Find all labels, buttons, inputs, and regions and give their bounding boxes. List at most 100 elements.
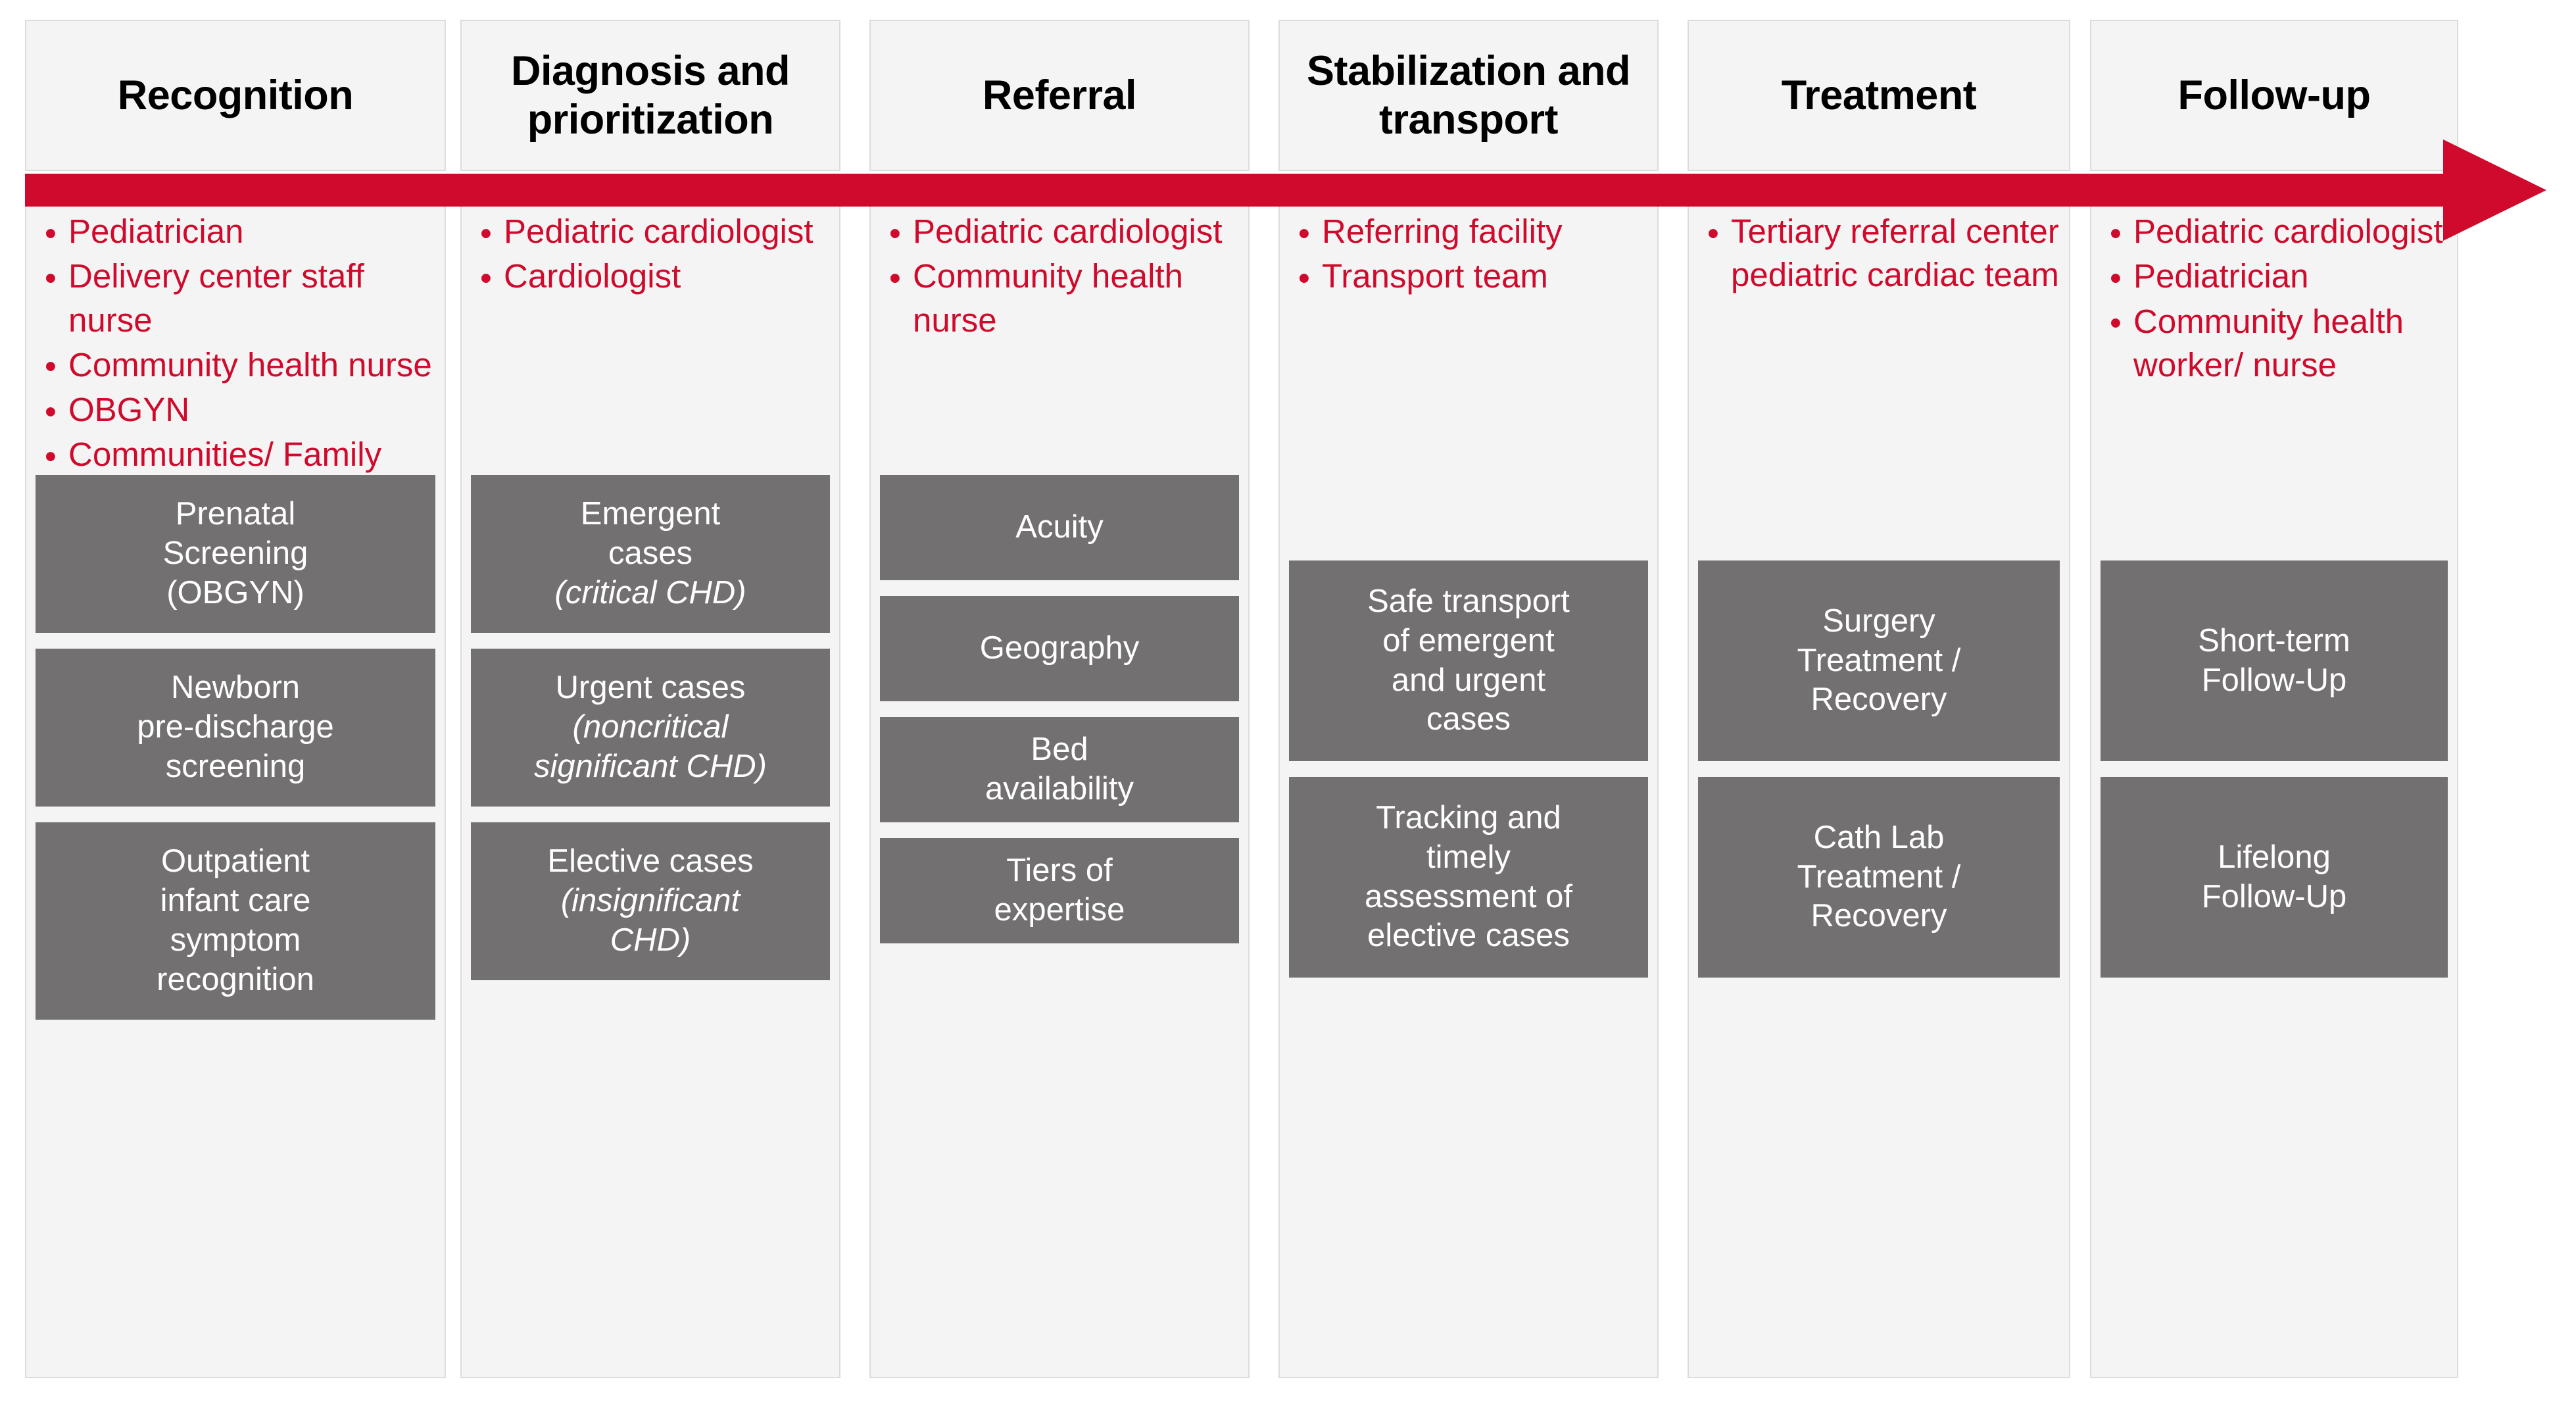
bullet-icon: • [480, 214, 492, 252]
action-box-text: Geography [887, 629, 1232, 668]
role-item: • Tertiary referral center pediatric card… [1705, 210, 2060, 297]
column-body-recognition: •Pediatrician•Delivery center staff nurs… [25, 195, 446, 1378]
role-list-stabilization-and-transport: •Referring facility• Transport team [1289, 210, 1648, 299]
action-box-line: significant CHD) [534, 748, 767, 784]
column-title: Treatment [1781, 72, 1977, 118]
bullet-icon: • [45, 214, 57, 252]
action-box-line: recognition [157, 961, 314, 997]
role-item: •Delivery center staff nurse [42, 255, 435, 342]
action-box-line: Recovery [1810, 898, 1947, 934]
role-item: •Pediatric cardiologist [887, 210, 1239, 253]
role-label: Cardiologist [504, 257, 681, 295]
bullet-icon: • [480, 259, 492, 297]
action-box-line: Treatment / [1797, 859, 1961, 895]
role-list-referral: •Pediatric cardiologist•Community health… [880, 210, 1239, 342]
role-label: OBGYN [68, 391, 190, 429]
role-item: • Cardiologist [477, 255, 830, 298]
action-box-line: timely [1426, 839, 1511, 875]
action-box-line: Geography [979, 630, 1140, 666]
role-label: Pediatrician [2133, 257, 2309, 295]
action-box-line: cases [1426, 701, 1511, 737]
column-title: Recognition [117, 72, 354, 118]
column-header-diagnosis-and-prioritization: Diagnosis and prioritization [460, 20, 840, 171]
role-item: •Pediatrician [42, 210, 435, 253]
column-header-treatment: Treatment [1688, 20, 2070, 171]
action-box-line: assessment of [1365, 878, 1572, 914]
role-label: Pediatric cardiologist [504, 212, 814, 250]
role-label: Community health worker/ nurse [2133, 302, 2404, 384]
column-title: Referral [982, 72, 1137, 118]
action-box-line: Follow-Up [2201, 662, 2347, 698]
role-label: Pediatric cardiologist [2133, 212, 2443, 250]
action-box-line: Prenatal [175, 496, 296, 532]
action-box-line: (OBGYN) [166, 574, 304, 610]
pathway-column-stabilization-and-transport: Stabilization and transport •Referring fa… [1278, 20, 1659, 1378]
action-box-line: Emergent [580, 496, 721, 532]
action-box-line: Treatment / [1797, 642, 1961, 678]
bullet-icon: • [45, 347, 57, 386]
action-box-line: elective cases [1367, 918, 1570, 954]
action-box-line: Follow-Up [2201, 878, 2347, 914]
bullet-icon: • [1298, 214, 1310, 252]
pathway-column-referral: Referral•Pediatric cardiologist•Communit… [869, 20, 1250, 1378]
action-box-line: Recovery [1810, 682, 1947, 718]
role-label: Tertiary referral center pediatric cardi… [1731, 212, 2059, 294]
column-body-follow-up: • Pediatric cardiologist • Pediatrician • Com… [2090, 195, 2458, 1378]
bullet-icon: • [889, 214, 901, 252]
action-box-line: screening [165, 748, 306, 784]
role-item: •Communities/ Family [42, 433, 435, 476]
column-body-treatment: • Tertiary referral center pediatric card… [1688, 195, 2070, 1378]
action-box-line: CHD) [610, 922, 691, 958]
bullet-icon: • [1707, 214, 1719, 252]
action-box-line: pre-discharge [137, 709, 334, 745]
column-body-referral: •Pediatric cardiologist•Community health… [869, 195, 1250, 1378]
action-box-line: Elective cases [547, 843, 754, 880]
role-label: Communities/ Family [68, 436, 382, 474]
action-box-line: Outpatient [160, 843, 310, 880]
role-label: Community health nurse [68, 345, 432, 384]
action-box-line: infant care [160, 883, 311, 919]
bullet-icon: • [2110, 214, 2122, 252]
action-box-line: (critical CHD) [554, 574, 746, 610]
action-box-line: symptom [170, 922, 301, 958]
action-box-line: Cath Lab [1813, 819, 1945, 855]
role-item: • Community health worker/ nurse [2107, 300, 2448, 387]
role-item: • Community health nurse [42, 343, 435, 387]
role-label: Community health nurse [913, 257, 1184, 339]
bullet-icon: • [2110, 304, 2122, 342]
bullet-icon: • [889, 259, 901, 297]
role-item: •Referring facility [1296, 210, 1648, 253]
action-box-line: and urgent [1391, 662, 1546, 698]
action-box-line: Surgery [1822, 603, 1935, 639]
action-box-line: Lifelong [2218, 839, 2331, 875]
column-title: Diagnosis and prioritization [510, 47, 790, 143]
role-list-diagnosis-and-prioritization: • Pediatric cardiologist • Cardiologist [471, 210, 830, 299]
column-title: Stabilization and transport [1306, 47, 1631, 143]
role-label: Transport team [1322, 257, 1548, 295]
column-header-stabilization-and-transport: Stabilization and transport [1278, 20, 1659, 171]
action-box-line: of emergent [1382, 622, 1555, 659]
pathway-column-recognition: Recognition •Pediatrician•Delivery center… [25, 20, 446, 1378]
